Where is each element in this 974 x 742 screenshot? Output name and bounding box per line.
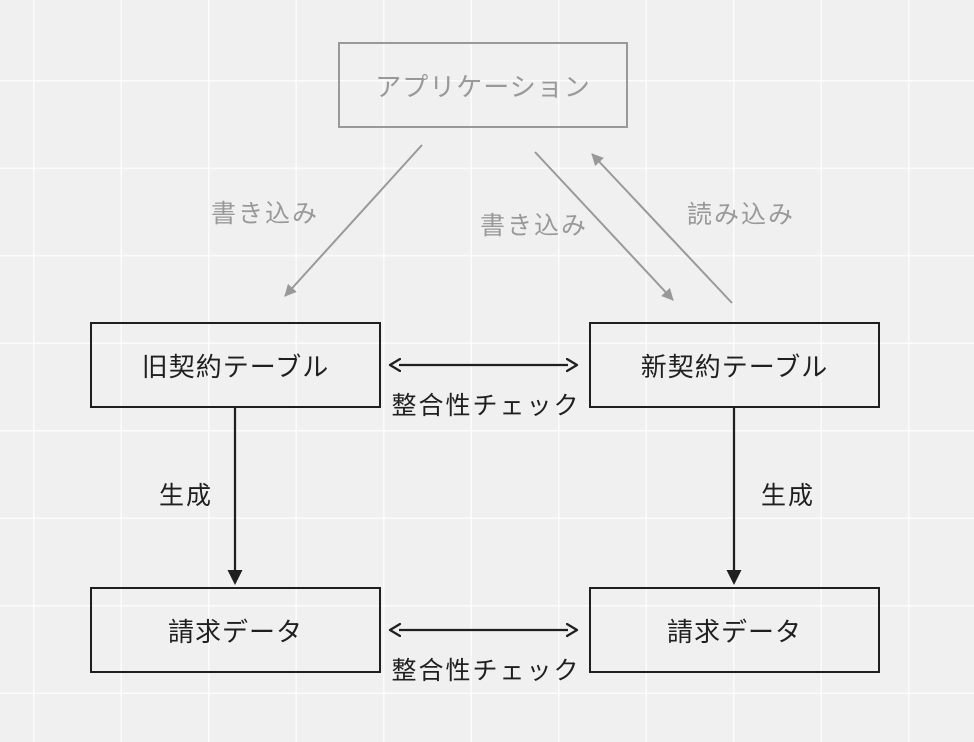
edge-label-consistency-top: 整合性チェック: [391, 392, 581, 420]
node-new-contract-table-label: 新契約テーブル: [640, 351, 829, 382]
node-old-contract-table: 旧契約テーブル: [90, 322, 381, 408]
node-billing-data-right-label: 請求データ: [666, 616, 802, 647]
node-application: アプリケーション: [338, 42, 628, 128]
edge-label-write-left: 書き込み: [210, 200, 320, 228]
node-application-label: アプリケーション: [375, 71, 591, 102]
edge-label-read-right: 読み込み: [686, 201, 796, 229]
node-billing-data-left-label: 請求データ: [167, 616, 303, 647]
edge-label-consistency-bottom: 整合性チェック: [391, 657, 581, 685]
node-old-contract-table-label: 旧契約テーブル: [141, 351, 330, 382]
edge-write-right: [534, 151, 674, 301]
node-billing-data-left: 請求データ: [90, 587, 381, 673]
edge-label-generate-left: 生成: [158, 482, 214, 510]
edge-read-right: [591, 153, 733, 304]
edge-write-left: [284, 144, 423, 297]
node-new-contract-table: 新契約テーブル: [589, 322, 880, 408]
edge-label-generate-right: 生成: [760, 482, 816, 510]
node-billing-data-right: 請求データ: [589, 587, 880, 673]
edge-label-write-right: 書き込み: [479, 212, 589, 240]
